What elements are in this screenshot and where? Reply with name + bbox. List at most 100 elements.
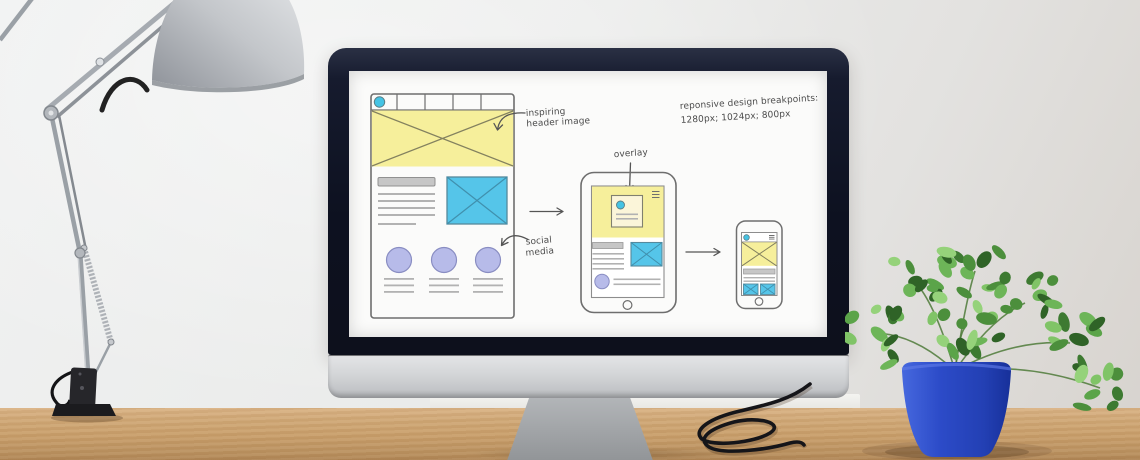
plant-leaf bbox=[999, 271, 1011, 285]
logo-icon bbox=[616, 200, 625, 210]
home-button bbox=[754, 297, 764, 306]
lamp-elbow-bolt bbox=[48, 110, 54, 116]
plant-leaf bbox=[991, 332, 1006, 343]
plant-leaf bbox=[880, 359, 898, 370]
avatar-circle bbox=[594, 273, 610, 290]
plant-stem bbox=[919, 287, 956, 372]
plant-leaf bbox=[976, 312, 997, 325]
plant-leaf bbox=[1090, 374, 1102, 385]
lamp-handle bbox=[99, 77, 150, 113]
plant-leaf bbox=[845, 331, 857, 345]
plant-leaf bbox=[956, 286, 972, 299]
lamp-arm-rod bbox=[0, 0, 34, 42]
plant-leaf bbox=[926, 284, 939, 293]
home-button bbox=[622, 300, 633, 311]
plant-leaf bbox=[870, 304, 882, 315]
image-cross bbox=[741, 241, 777, 267]
plant-leaf bbox=[936, 334, 950, 348]
heading-bar bbox=[592, 242, 624, 249]
plant-leaf bbox=[994, 284, 1008, 299]
desk-lamp bbox=[0, 0, 305, 423]
svg-text:overlay: overlay bbox=[613, 148, 648, 160]
plant-leaf bbox=[1069, 332, 1089, 347]
plant-leaf bbox=[986, 281, 1006, 291]
plant-leaf bbox=[962, 254, 976, 271]
lamp-spring-hook bbox=[107, 338, 115, 346]
monitor-screen: inspiring header image reponsive design … bbox=[349, 71, 827, 337]
plant-leaf bbox=[991, 245, 1006, 260]
plant-leaf bbox=[905, 259, 915, 275]
lamp-shade bbox=[152, 0, 305, 88]
svg-text:media: media bbox=[525, 246, 554, 258]
annotation-inspiring: inspiring header image bbox=[526, 107, 591, 130]
annotation-social: social media bbox=[525, 235, 554, 258]
social-media-icon bbox=[474, 246, 502, 274]
plant-leaf bbox=[1040, 304, 1049, 319]
plant-leaf bbox=[976, 251, 992, 268]
plant-leaf bbox=[1009, 298, 1023, 310]
lamp-arm-highlight bbox=[77, 252, 88, 391]
plant-leaf bbox=[1089, 316, 1106, 332]
lamp-mid-joint bbox=[74, 247, 86, 259]
plant-leaf bbox=[1049, 339, 1069, 351]
lamp-lower-arm bbox=[77, 252, 92, 391]
plant-leaf bbox=[932, 291, 948, 304]
monitor-stand bbox=[507, 396, 653, 460]
plant-leaf bbox=[1106, 400, 1119, 411]
plant-leaf bbox=[903, 283, 917, 298]
image-cross bbox=[446, 176, 508, 225]
nav-bar bbox=[371, 94, 514, 111]
overlay-card bbox=[610, 194, 644, 228]
wireframe-sketch: inspiring header image reponsive design … bbox=[370, 93, 819, 319]
caption-lines bbox=[384, 278, 503, 293]
pot-rim bbox=[901, 363, 1012, 371]
arrow-to-header bbox=[493, 112, 526, 131]
plant-leaf bbox=[936, 246, 957, 258]
plant-leaf bbox=[1102, 362, 1114, 381]
plant-leaf bbox=[1000, 304, 1014, 314]
image-cross bbox=[371, 110, 514, 167]
lamp-clamp bbox=[69, 367, 97, 413]
lamp-lower-arm bbox=[48, 112, 83, 254]
plant-leaf bbox=[956, 318, 968, 330]
plant-leaf bbox=[955, 337, 970, 356]
plant-leaf bbox=[883, 334, 899, 347]
plant-leaf bbox=[972, 299, 983, 314]
lamp-clamp-base bbox=[52, 404, 116, 416]
plant-leaf bbox=[937, 308, 951, 322]
annotation-overlay: overlay bbox=[613, 148, 648, 160]
clamp-bolt bbox=[78, 372, 82, 376]
arrow-tablet-to-phone bbox=[685, 247, 721, 257]
plant-leaf bbox=[927, 311, 938, 326]
heading-bar bbox=[377, 177, 436, 187]
plant-leaf bbox=[870, 326, 888, 343]
plant-leaf bbox=[888, 256, 901, 267]
plant-leaf bbox=[1074, 364, 1089, 383]
svg-text:header image: header image bbox=[526, 116, 591, 129]
plant-leaf bbox=[926, 278, 945, 291]
wireframe-phone bbox=[735, 220, 783, 310]
lamp-lower-arm bbox=[57, 114, 88, 251]
plant-leaf bbox=[1072, 402, 1092, 411]
menu-icon bbox=[769, 235, 775, 240]
lamp-knob bbox=[95, 57, 105, 67]
plant-leaf bbox=[966, 329, 978, 350]
lamp-upper-arm bbox=[44, 0, 182, 112]
svg-text:reponsive design breakpoints:: reponsive design breakpoints: bbox=[680, 94, 819, 112]
menu-icon bbox=[652, 190, 660, 199]
potted-plant bbox=[845, 245, 1124, 460]
monitor-chin bbox=[328, 355, 849, 398]
plant-leaf bbox=[1031, 278, 1041, 290]
annotation-breakpoints: reponsive design breakpoints: 1280px; 10… bbox=[680, 94, 819, 126]
wireframe-tablet bbox=[580, 171, 677, 314]
lamp-spring bbox=[81, 247, 114, 343]
wireframe-desktop bbox=[370, 93, 515, 319]
clamp-bolt bbox=[80, 386, 84, 390]
arrow-to-social bbox=[500, 235, 529, 247]
social-media-icon bbox=[430, 246, 458, 274]
plant-leaf bbox=[889, 305, 903, 322]
logo-icon bbox=[743, 234, 750, 241]
plant-leaf bbox=[1046, 275, 1059, 286]
plant-leaf bbox=[914, 279, 928, 293]
heading-bar bbox=[743, 268, 776, 275]
